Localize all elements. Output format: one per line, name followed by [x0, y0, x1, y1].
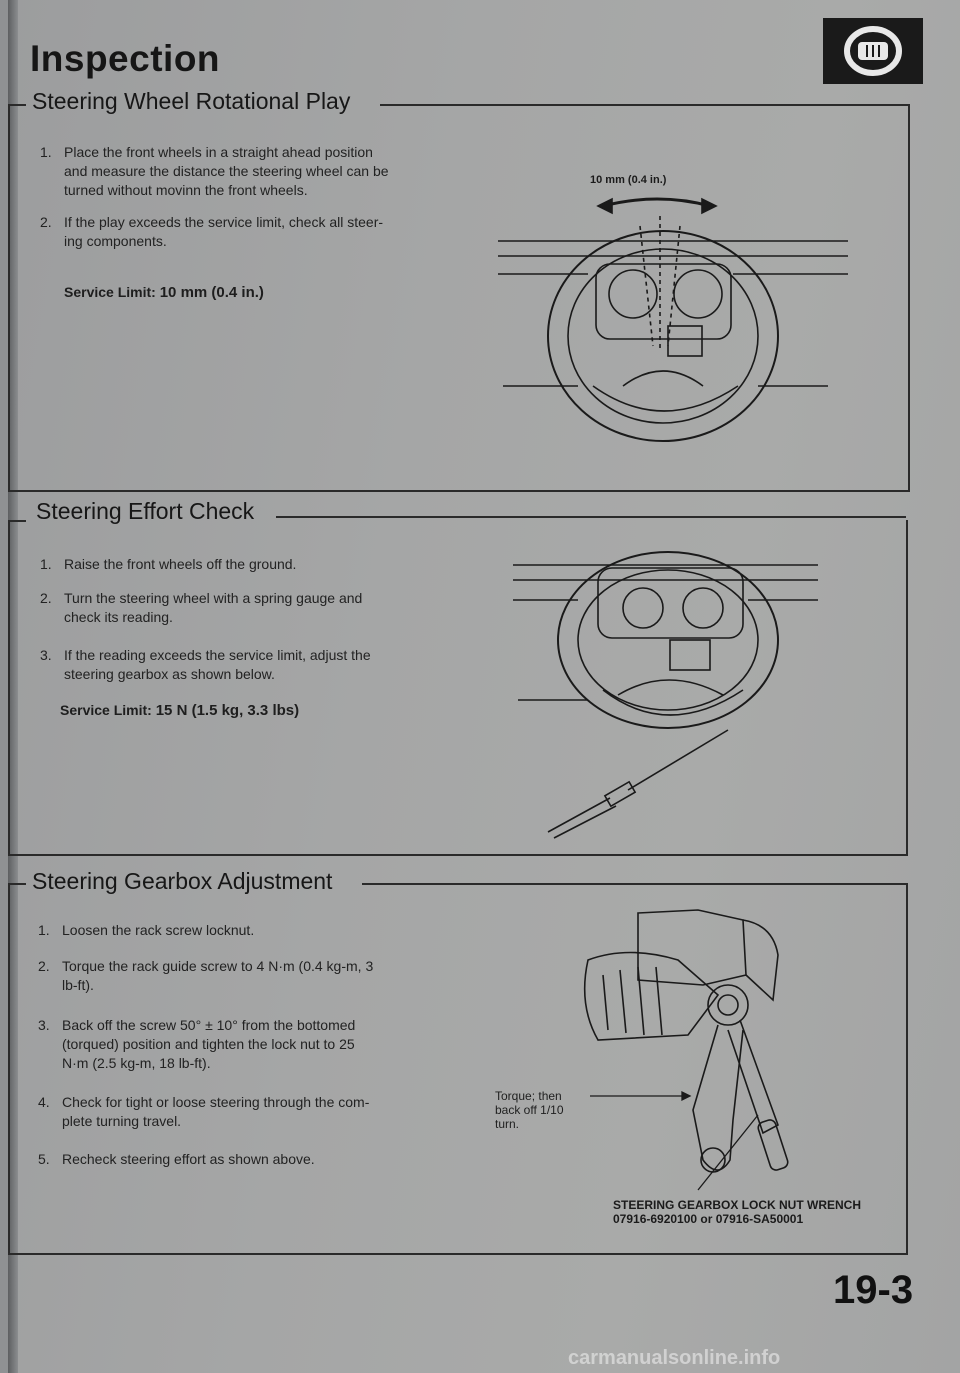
callout-line: Torque; then	[495, 1089, 562, 1103]
page-title: Inspection	[30, 38, 221, 79]
section-heading-gearbox-adjustment: Steering Gearbox Adjustment	[32, 868, 333, 894]
step-number: 3.	[40, 647, 52, 663]
step-item: 1. Raise the front wheels off the ground…	[40, 555, 460, 575]
step-text: steering gearbox as shown below.	[64, 666, 275, 682]
wrench-caption: STEERING GEARBOX LOCK NUT WRENCH 07916-6…	[613, 1198, 861, 1226]
service-limit-label: Service Limit:	[64, 284, 156, 300]
step-number: 1.	[38, 922, 50, 938]
caption-line: 07916-6920100 or 07916-SA50001	[613, 1212, 804, 1226]
step-number: 4.	[38, 1094, 50, 1110]
service-limit-value: 10 mm (0.4 in.)	[159, 284, 264, 301]
step-text: Torque the rack guide screw to 4 N·m (0.…	[62, 958, 374, 974]
service-limit: Service Limit: 10 mm (0.4 in.)	[64, 284, 264, 301]
step-number: 1.	[40, 556, 52, 572]
watermark: carmanualsonline.info	[568, 1347, 781, 1369]
step-number: 2.	[40, 214, 52, 230]
step-text: Place the front wheels in a straight ahe…	[64, 144, 373, 160]
step-number: 1.	[40, 144, 52, 160]
step-item: 5. Recheck steering effort as shown abov…	[38, 1150, 458, 1170]
section-frame-gearbox-adjustment	[8, 883, 908, 1255]
section-heading-effort-check: Steering Effort Check	[36, 498, 255, 524]
step-item: 2. Torque the rack guide screw to 4 N·m …	[38, 957, 458, 997]
spring-gauge-diagram	[513, 551, 818, 839]
step-text: check its reading.	[64, 609, 173, 625]
heading-rule	[8, 883, 26, 885]
service-limit: Service Limit: 15 N (1.5 kg, 3.3 lbs)	[60, 702, 299, 719]
section-heading-rotational-play: Steering Wheel Rotational Play	[32, 88, 351, 114]
callout-leader-lines	[590, 1090, 759, 1191]
gearbox-wrench-diagram	[583, 909, 789, 1173]
heading-rule	[380, 104, 908, 106]
section-frame-rotational-play	[8, 104, 910, 492]
step-number: 2.	[38, 958, 50, 974]
step-text: Recheck steering effort as shown above.	[62, 1151, 315, 1167]
step-text: and measure the distance the steering wh…	[64, 163, 389, 179]
service-limit-value: 15 N (1.5 kg, 3.3 lbs)	[155, 702, 300, 719]
step-number: 2.	[40, 590, 52, 606]
step-item: 1. Place the front wheels in a straight …	[40, 143, 460, 203]
step-text: turned without movinn the front wheels.	[64, 182, 308, 198]
caption-line: STEERING GEARBOX LOCK NUT WRENCH	[613, 1198, 862, 1212]
heading-rule	[8, 104, 26, 106]
step-number: 3.	[38, 1017, 50, 1033]
step-text: Loosen the rack screw locknut.	[62, 922, 255, 938]
torque-callout: Torque; then back off 1/10 turn.	[495, 1089, 564, 1131]
heading-rule	[8, 520, 26, 522]
manual-page: Inspection Steering Wheel Rotational Pla…	[8, 0, 960, 1373]
step-item: 2. If the play exceeds the service limit…	[40, 213, 460, 253]
step-text: N·m (2.5 kg-m, 18 lb-ft).	[62, 1055, 211, 1071]
steering-wheel-icon	[823, 18, 923, 84]
step-text: Raise the front wheels off the ground.	[64, 556, 297, 572]
callout-line: turn.	[495, 1117, 520, 1131]
step-text: lb-ft).	[62, 977, 94, 993]
step-text: If the reading exceeds the service limit…	[64, 647, 371, 663]
heading-rule	[276, 516, 906, 518]
binding-edge	[8, 0, 18, 1373]
step-item: 3. If the reading exceeds the service li…	[40, 646, 460, 686]
steering-wheel-play-diagram	[498, 197, 848, 442]
step-text: plete turning travel.	[62, 1113, 182, 1129]
step-text: If the play exceeds the service limit, c…	[64, 214, 384, 230]
step-text: ing components.	[64, 233, 167, 249]
step-text: Check for tight or loose steering throug…	[62, 1094, 370, 1110]
section-frame-effort-check	[8, 520, 908, 856]
play-measure-label: 10 mm (0.4 in.)	[590, 174, 667, 186]
service-limit-label: Service Limit:	[60, 702, 152, 718]
step-text: (torqued) position and tighten the lock …	[62, 1036, 355, 1052]
step-item: 4. Check for tight or loose steering thr…	[38, 1093, 458, 1133]
step-number: 5.	[38, 1151, 50, 1167]
heading-rule	[362, 883, 906, 885]
callout-line: back off 1/10	[495, 1103, 564, 1117]
page-number: 19-3	[833, 1268, 914, 1312]
step-item: 1. Loosen the rack screw locknut.	[38, 921, 458, 941]
step-text: Turn the steering wheel with a spring ga…	[64, 590, 363, 606]
step-item: 2. Turn the steering wheel with a spring…	[40, 589, 460, 629]
step-item: 3. Back off the screw 50° ± 10° from the…	[38, 1016, 458, 1076]
step-text: Back off the screw 50° ± 10° from the bo…	[62, 1017, 356, 1033]
